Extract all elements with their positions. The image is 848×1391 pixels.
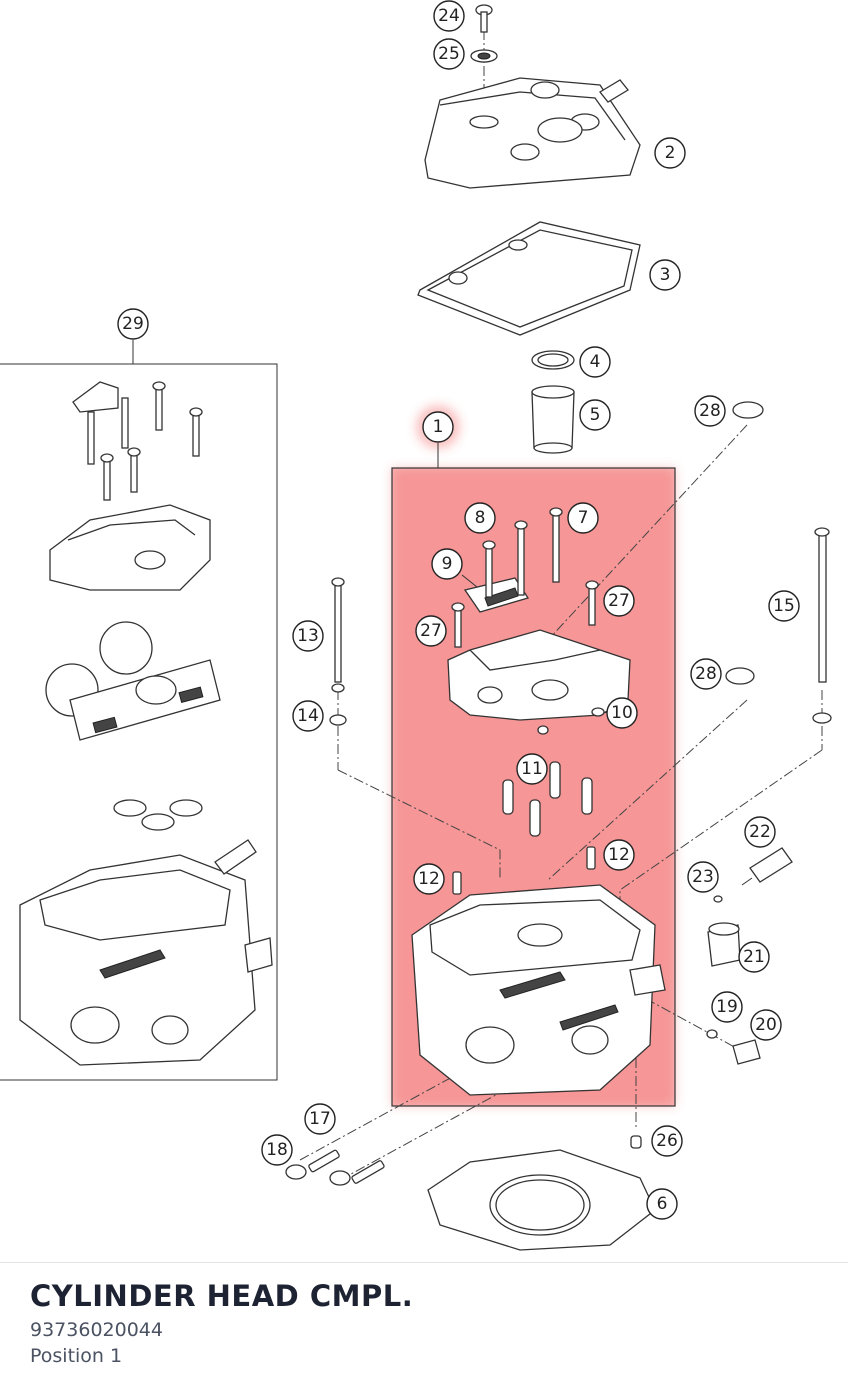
callout-26[interactable]: 26 xyxy=(651,1125,683,1157)
svg-text:1: 1 xyxy=(433,417,444,437)
callout-14[interactable]: 14 xyxy=(292,700,324,732)
svg-text:24: 24 xyxy=(438,6,460,26)
part-info-footer: CYLINDER HEAD CMPL. 93736020044 Position… xyxy=(0,1262,848,1391)
callout-18[interactable]: 18 xyxy=(261,1134,293,1166)
callout-27-left[interactable]: 27 xyxy=(415,615,447,647)
valve-cover-gasket xyxy=(417,221,641,336)
svg-text:8: 8 xyxy=(475,508,486,528)
callout-28-lower[interactable]: 28 xyxy=(690,658,722,690)
valve-cover xyxy=(424,77,641,189)
callout-3[interactable]: 3 xyxy=(649,259,681,291)
cylinder-head xyxy=(411,884,666,1096)
svg-text:25: 25 xyxy=(438,44,460,64)
callout-1[interactable]: 1 xyxy=(422,411,454,443)
svg-text:14: 14 xyxy=(297,706,319,726)
callout-7[interactable]: 7 xyxy=(567,502,599,534)
studs-and-nuts xyxy=(285,1149,385,1186)
callout-15[interactable]: 15 xyxy=(768,590,800,622)
callout-13[interactable]: 13 xyxy=(292,620,324,652)
svg-text:19: 19 xyxy=(716,997,738,1017)
svg-text:21: 21 xyxy=(743,947,765,967)
callout-9[interactable]: 9 xyxy=(431,548,463,580)
svg-text:26: 26 xyxy=(656,1131,678,1151)
svg-text:11: 11 xyxy=(521,759,543,779)
part-title: CYLINDER HEAD CMPL. xyxy=(30,1279,414,1313)
callout-27-right[interactable]: 27 xyxy=(603,585,635,617)
callout-4[interactable]: 4 xyxy=(579,346,611,378)
callout-21[interactable]: 21 xyxy=(738,941,770,973)
callout-12-left[interactable]: 12 xyxy=(413,863,445,895)
callout-8[interactable]: 8 xyxy=(464,502,496,534)
cover-bolt-and-washer xyxy=(470,4,498,63)
o-rings xyxy=(725,401,764,685)
svg-text:3: 3 xyxy=(660,265,671,285)
svg-text:7: 7 xyxy=(578,508,589,528)
callout-22[interactable]: 22 xyxy=(744,816,776,848)
svg-text:10: 10 xyxy=(611,703,633,723)
svg-text:23: 23 xyxy=(692,867,714,887)
svg-text:4: 4 xyxy=(590,352,601,372)
svg-text:22: 22 xyxy=(749,822,771,842)
part-number: 93736020044 xyxy=(30,1319,163,1341)
callout-5[interactable]: 5 xyxy=(579,399,611,431)
callout-2[interactable]: 2 xyxy=(654,137,686,169)
oil-seal xyxy=(531,350,575,370)
svg-text:13: 13 xyxy=(297,626,319,646)
kit-frame xyxy=(0,340,278,1081)
callout-10[interactable]: 10 xyxy=(606,697,638,729)
dowel-pins xyxy=(452,846,596,895)
callout-11[interactable]: 11 xyxy=(516,753,548,785)
callout-6[interactable]: 6 xyxy=(646,1188,678,1220)
callout-17[interactable]: 17 xyxy=(304,1103,336,1135)
svg-text:2: 2 xyxy=(665,143,676,163)
callout-12-right[interactable]: 12 xyxy=(603,839,635,871)
svg-text:27: 27 xyxy=(608,591,630,611)
exploded-parts-diagram: 24 25 2 3 29 4 5 1 28 8 7 9 27 27 15 13 … xyxy=(0,0,832,1251)
svg-text:29: 29 xyxy=(122,314,144,334)
svg-text:12: 12 xyxy=(608,845,630,865)
spark-plug-tube xyxy=(531,385,575,454)
svg-text:9: 9 xyxy=(442,554,453,574)
callout-19[interactable]: 19 xyxy=(711,991,743,1023)
bridge-bolts xyxy=(451,507,599,648)
svg-text:17: 17 xyxy=(309,1109,331,1129)
svg-text:18: 18 xyxy=(266,1140,288,1160)
svg-text:28: 28 xyxy=(695,664,717,684)
sensors-and-fittings xyxy=(630,847,793,1149)
kit-contents xyxy=(19,381,273,1066)
callout-20[interactable]: 20 xyxy=(750,1009,782,1041)
callout-23[interactable]: 23 xyxy=(687,861,719,893)
svg-text:5: 5 xyxy=(590,405,601,425)
valve-guides xyxy=(502,761,593,837)
svg-text:12: 12 xyxy=(418,869,440,889)
callout-25[interactable]: 25 xyxy=(433,38,465,70)
svg-text:20: 20 xyxy=(755,1015,777,1035)
svg-text:27: 27 xyxy=(420,621,442,641)
head-gasket xyxy=(427,1149,656,1251)
callout-29[interactable]: 29 xyxy=(117,308,149,340)
callout-24[interactable]: 24 xyxy=(433,0,465,32)
callout-28-upper[interactable]: 28 xyxy=(694,395,726,427)
svg-text:15: 15 xyxy=(773,596,795,616)
long-bolts xyxy=(329,527,832,726)
svg-text:6: 6 xyxy=(657,1194,668,1214)
svg-text:28: 28 xyxy=(699,401,721,421)
part-position: Position 1 xyxy=(30,1345,123,1367)
